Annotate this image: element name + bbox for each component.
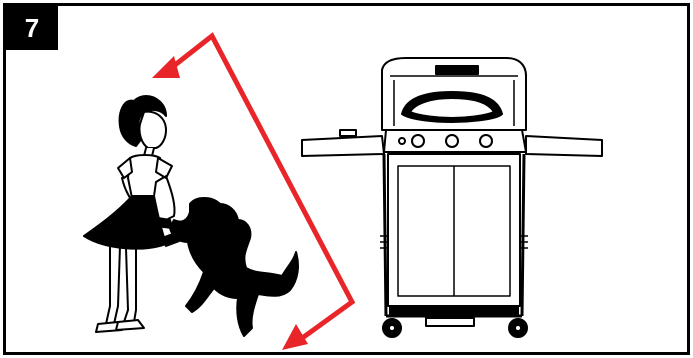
knob-2 xyxy=(446,135,458,147)
arrow-head-top xyxy=(152,56,180,78)
illustration xyxy=(6,6,687,352)
arrow-heads xyxy=(152,56,308,350)
dog-figure xyxy=(156,198,298,336)
girl-face xyxy=(139,112,166,148)
girl-figure xyxy=(84,96,175,332)
instruction-panel: 7 xyxy=(3,3,690,355)
right-side-shelf xyxy=(526,136,602,156)
girl-skirt xyxy=(84,196,166,249)
knob-3 xyxy=(480,135,492,147)
knob-1 xyxy=(412,135,424,147)
left-side-shelf xyxy=(302,136,384,156)
